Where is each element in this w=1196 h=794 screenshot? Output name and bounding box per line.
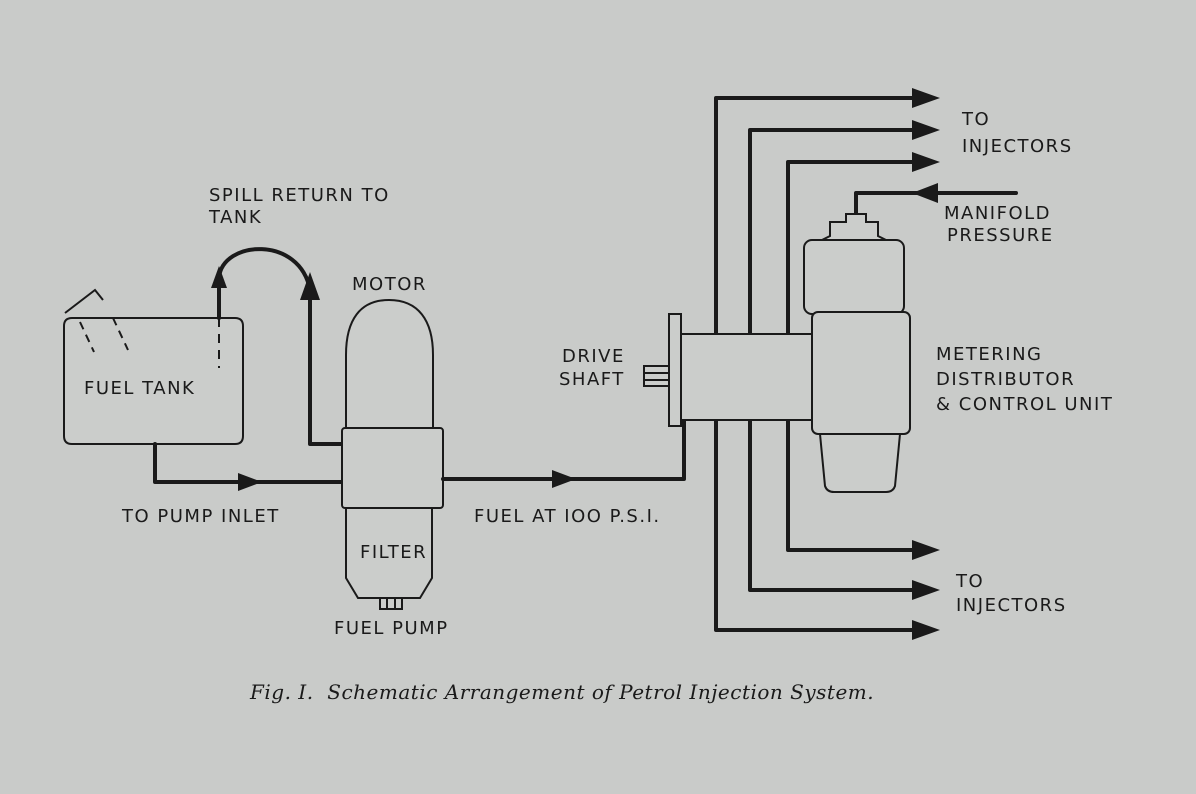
label-pressure: PRESSURE: [947, 225, 1054, 246]
high-pressure-line: [441, 418, 686, 488]
manifold-pressure-line: [854, 183, 1018, 216]
fuel-tank: [63, 288, 244, 445]
label-manifold: MANIFOLD: [944, 203, 1051, 224]
pump-inlet-line: [153, 442, 344, 491]
fuel-pump-assembly: [341, 298, 444, 610]
label-fuel-pump: FUEL PUMP: [334, 618, 449, 639]
spill-return-line: [211, 247, 344, 446]
label-motor: MOTOR: [352, 274, 427, 295]
label-spill-return: SPILL RETURN TO: [209, 185, 390, 206]
figure-caption: Fig. I. Schematic Arrangement of Petrol …: [249, 680, 874, 704]
label-fuel-tank: FUEL TANK: [84, 378, 195, 399]
label-distributor: DISTRIBUTOR: [936, 369, 1075, 390]
label-control-unit: & CONTROL UNIT: [936, 394, 1113, 415]
label-to-pump-inlet: TO PUMP INLET: [121, 506, 280, 527]
label-fuel-at-pressure: FUEL AT IOO P.S.I.: [474, 506, 661, 527]
label-filter: FILTER: [360, 542, 427, 563]
label-drive: DRIVE: [562, 346, 625, 367]
label-metering: METERING: [936, 344, 1043, 365]
injector-lines: [714, 88, 940, 640]
metering-distributor-unit: [643, 213, 911, 493]
label-to-injectors-top: TO: [961, 109, 990, 130]
label-injectors-top: INJECTORS: [962, 136, 1073, 157]
label-spill-return-tank: TANK: [208, 207, 262, 228]
label-to-injectors-bottom: TO: [955, 571, 984, 592]
label-injectors-bottom: INJECTORS: [956, 595, 1067, 616]
label-shaft: SHAFT: [559, 369, 625, 390]
